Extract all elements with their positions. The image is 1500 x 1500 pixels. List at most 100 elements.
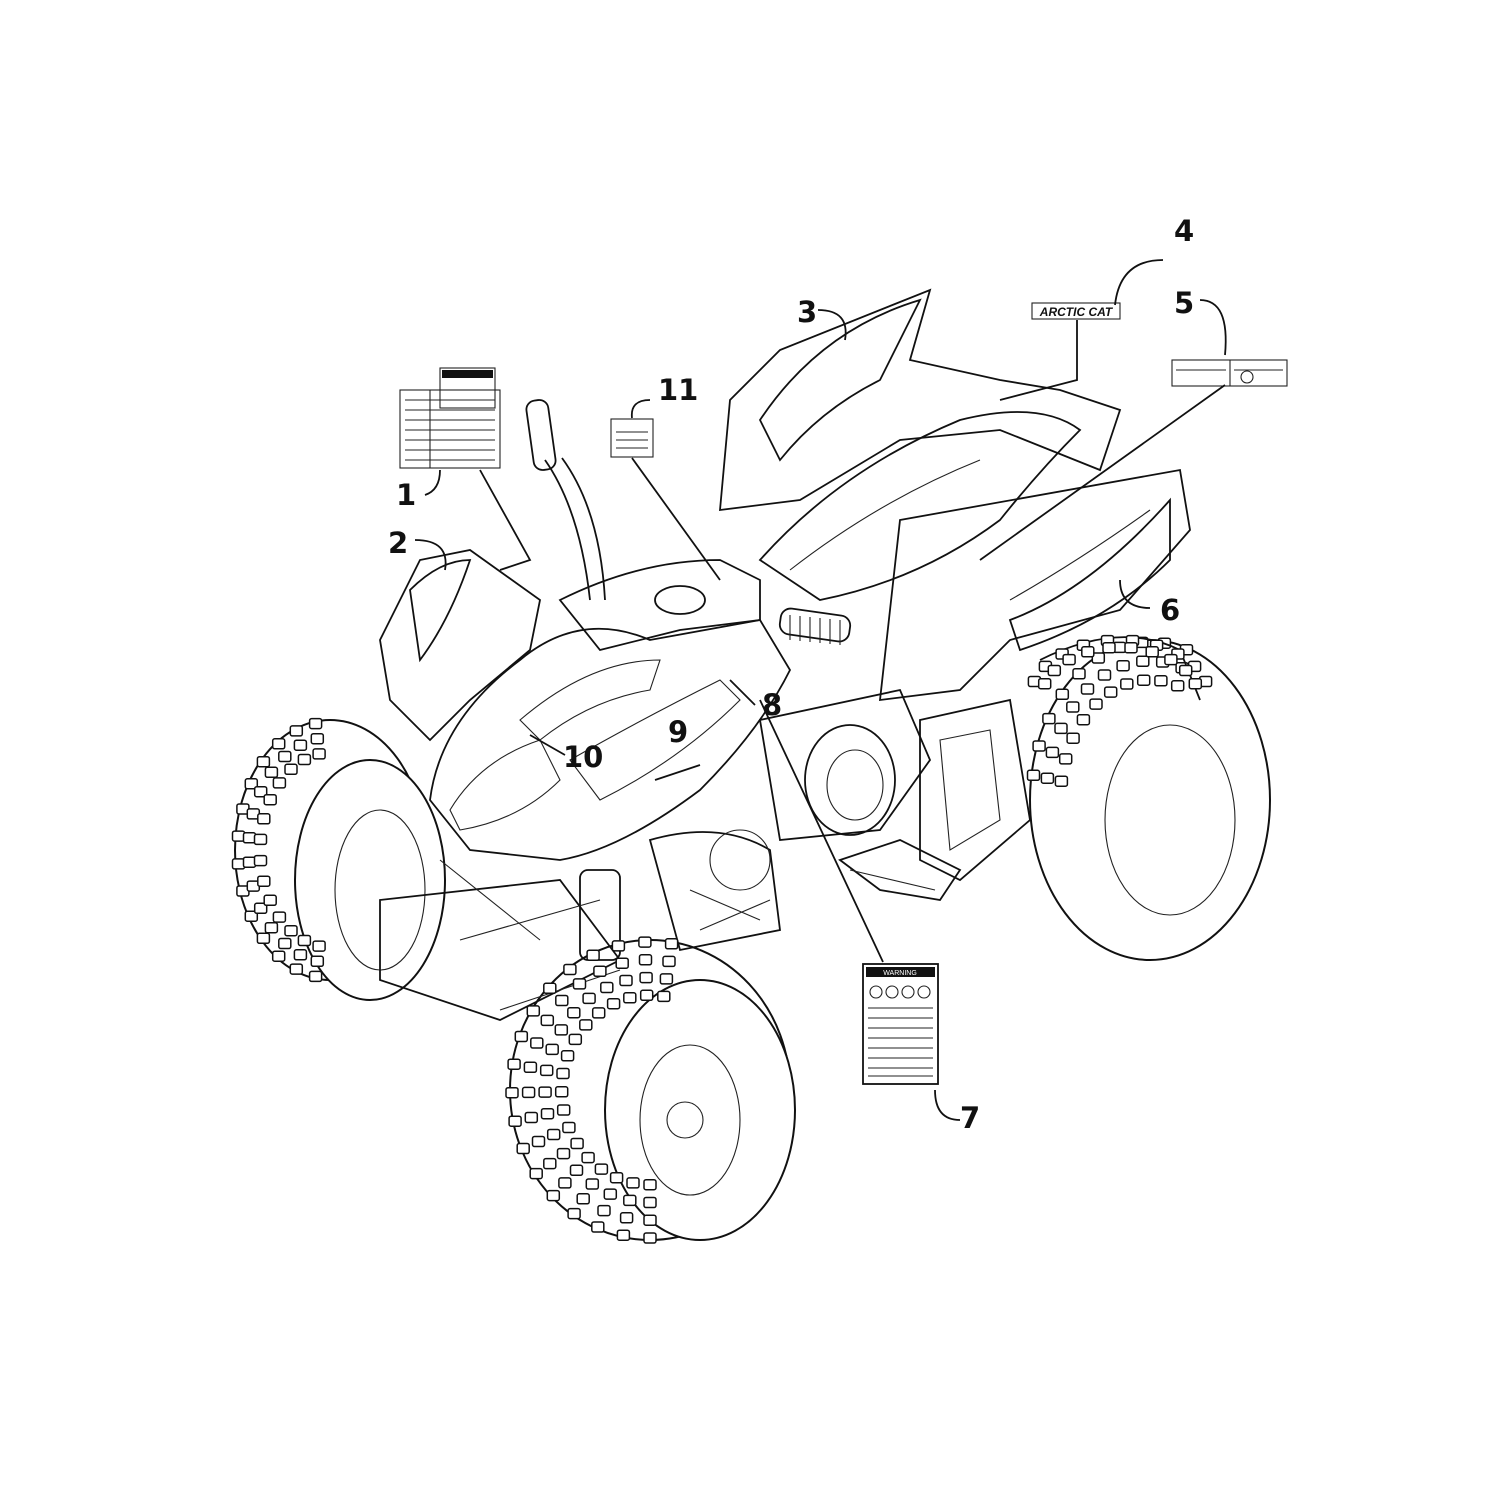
- tread-lug: [540, 1107, 555, 1120]
- tread-group: [1027, 634, 1213, 690]
- tread-lug: [312, 940, 326, 952]
- tread-lug: [623, 1194, 637, 1207]
- tread-lug: [619, 974, 633, 987]
- tread-lug: [263, 793, 277, 806]
- callout-2: 2: [388, 526, 408, 560]
- tread-lug: [1047, 664, 1062, 677]
- side-panel-right: [919, 698, 1031, 882]
- tread-lug: [558, 1177, 572, 1189]
- tread-lug: [591, 1007, 606, 1019]
- tread-lug: [1032, 740, 1046, 752]
- callout-7: 7: [960, 1101, 980, 1135]
- tread-lug: [543, 982, 557, 995]
- tread-lug: [297, 934, 312, 947]
- tread-lug: [538, 1086, 552, 1098]
- tread-lug: [643, 1196, 657, 1209]
- tread-lug: [264, 921, 279, 934]
- tread-lug: [289, 963, 304, 975]
- tread-lug: [562, 1121, 576, 1134]
- tread-lug: [1102, 641, 1116, 654]
- callout-8: 8: [762, 688, 782, 722]
- tread-lug: [569, 1164, 584, 1177]
- tread-lug: [507, 1058, 521, 1070]
- tread-lug: [593, 965, 607, 978]
- tread-lug: [256, 932, 271, 945]
- tread-lug: [514, 1030, 529, 1043]
- tread-lug: [1120, 678, 1134, 690]
- tread-lug: [1188, 677, 1203, 690]
- frame-suspension: [379, 829, 781, 1021]
- tread-lug: [523, 1061, 538, 1074]
- tread-lug: [639, 989, 654, 1002]
- tread-lug: [272, 777, 287, 789]
- tread-lug: [591, 1221, 605, 1233]
- tread-lug: [1040, 772, 1055, 784]
- tread-lug: [253, 902, 268, 915]
- tread-group: [231, 717, 326, 983]
- tread-lug: [606, 997, 621, 1010]
- decal-5-warning-strip: [1171, 359, 1288, 387]
- tread-lug: [643, 1178, 657, 1191]
- tread-lug: [662, 955, 676, 968]
- tread-lug: [242, 832, 257, 844]
- tread-lug: [543, 1157, 557, 1170]
- tread-lug: [1054, 775, 1069, 787]
- decal-4-brand-strip: ARCTIC CAT: [1031, 302, 1121, 320]
- tread-lug: [1080, 683, 1095, 695]
- tread-lug: [609, 1171, 624, 1184]
- tread-lug: [1145, 646, 1159, 658]
- tread-lug: [530, 1037, 544, 1049]
- decal-1-warning-panel: [399, 367, 501, 469]
- tread-lug: [586, 949, 600, 961]
- tread-lug: [1076, 713, 1091, 726]
- tread-lug: [278, 750, 292, 763]
- tread-lug: [293, 739, 308, 751]
- tread-lug: [253, 785, 268, 798]
- tread-lug: [1054, 722, 1068, 735]
- tread-lug: [521, 1086, 536, 1099]
- tread-lug: [516, 1142, 530, 1155]
- tread-lug: [308, 717, 323, 730]
- leader-lines: [414, 259, 1227, 1121]
- tread-lug: [524, 1111, 539, 1124]
- tread-lug: [1136, 655, 1150, 668]
- callout-3: 3: [797, 295, 817, 329]
- rear-tail: [719, 288, 1122, 512]
- tread-lug: [546, 1128, 561, 1141]
- tread-lug: [600, 981, 614, 994]
- tread-lug: [546, 1189, 561, 1202]
- tread-lug: [568, 1033, 583, 1046]
- callout-9: 9: [668, 715, 688, 749]
- decal-7-large-warning: WARNING: [862, 963, 939, 1085]
- tread-lug: [603, 1188, 618, 1200]
- tread-lug: [1089, 698, 1103, 710]
- tread-group: [505, 936, 679, 1244]
- tread-lug: [244, 778, 259, 790]
- tread-lug: [1124, 641, 1138, 654]
- tread-lug: [1072, 668, 1086, 680]
- tread-lug: [1062, 653, 1076, 666]
- tread-lug: [1178, 664, 1193, 677]
- tread-lug: [1066, 701, 1080, 713]
- tread-lug: [1103, 686, 1118, 698]
- tread-lug: [643, 1214, 657, 1226]
- callout-labels: 1 2 3 4 5 6 7 8 9 10 11: [388, 214, 1194, 1135]
- decal-warning-text: WARNING: [883, 970, 917, 977]
- tread-lug: [244, 910, 259, 922]
- tread-lug: [554, 1086, 569, 1098]
- tread-lug: [271, 950, 286, 962]
- tread-lug: [616, 1229, 631, 1241]
- tread-lug: [556, 1104, 571, 1116]
- tread-lug: [556, 1147, 571, 1160]
- tread-lug: [1136, 674, 1151, 686]
- tread-lug: [1058, 753, 1073, 765]
- callout-11: 11: [658, 373, 698, 407]
- decal-brand-text: ARCTIC CAT: [1039, 305, 1114, 319]
- tread-lug: [545, 1043, 559, 1056]
- tread-lug: [619, 1212, 634, 1224]
- tread-lug: [1170, 680, 1185, 692]
- tread-lug: [263, 894, 277, 907]
- footrest: [838, 839, 962, 901]
- atv-illustration: [234, 288, 1271, 1241]
